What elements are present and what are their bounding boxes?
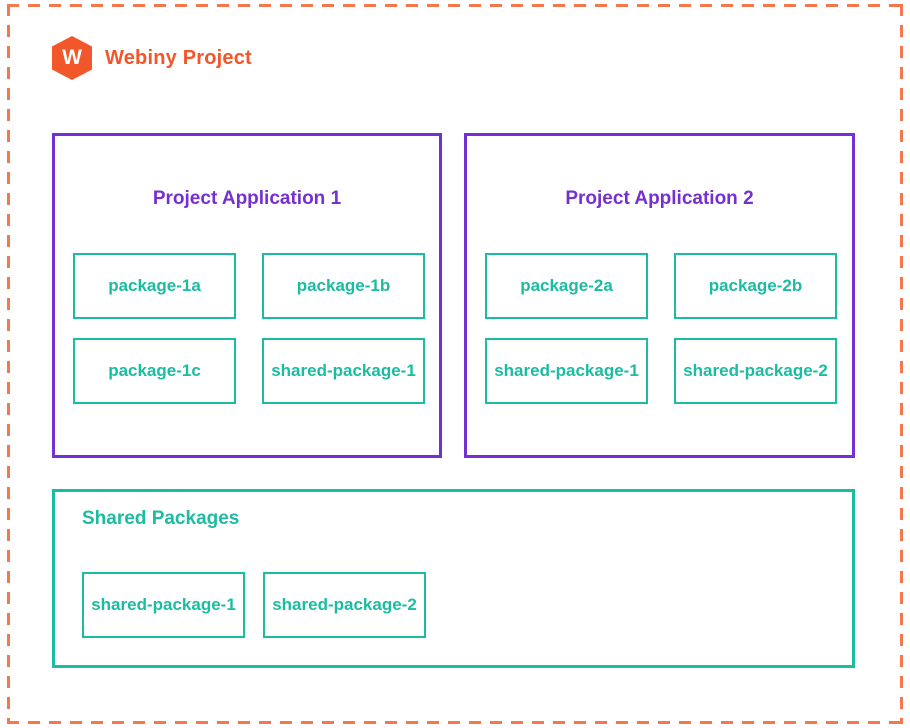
application-2-packages: package-2a package-2b shared-package-1 s…	[485, 253, 837, 404]
page-title: Webiny Project	[105, 46, 252, 69]
package-box: package-2b	[674, 253, 837, 319]
dashed-border-left	[7, 4, 10, 724]
application-box-1: Project Application 1 package-1a package…	[52, 133, 442, 458]
webiny-logo-letter: W	[62, 45, 82, 69]
package-box: package-1c	[73, 338, 236, 404]
application-2-title: Project Application 2	[565, 188, 754, 209]
package-box: shared-package-1	[262, 338, 425, 404]
dashed-border-right	[900, 4, 903, 724]
package-box: package-1b	[262, 253, 425, 319]
application-box-2: Project Application 2 package-2a package…	[464, 133, 855, 458]
package-box: shared-package-2	[674, 338, 837, 404]
package-box: package-2a	[485, 253, 648, 319]
package-box: shared-package-1	[82, 572, 245, 638]
package-box: shared-package-2	[263, 572, 426, 638]
dashed-border-bottom	[7, 721, 903, 724]
dashed-border-top	[7, 4, 903, 7]
package-box: shared-package-1	[485, 338, 648, 404]
shared-packages-box: Shared Packages shared-package-1 shared-…	[52, 489, 855, 668]
shared-packages-list: shared-package-1 shared-package-2	[82, 572, 426, 638]
application-1-packages: package-1a package-1b package-1c shared-…	[73, 253, 425, 404]
shared-packages-title: Shared Packages	[82, 508, 240, 529]
package-box: package-1a	[73, 253, 236, 319]
webiny-logo-icon: W	[52, 36, 92, 80]
header: W Webiny Project	[52, 36, 252, 80]
application-1-title: Project Application 1	[152, 188, 342, 209]
